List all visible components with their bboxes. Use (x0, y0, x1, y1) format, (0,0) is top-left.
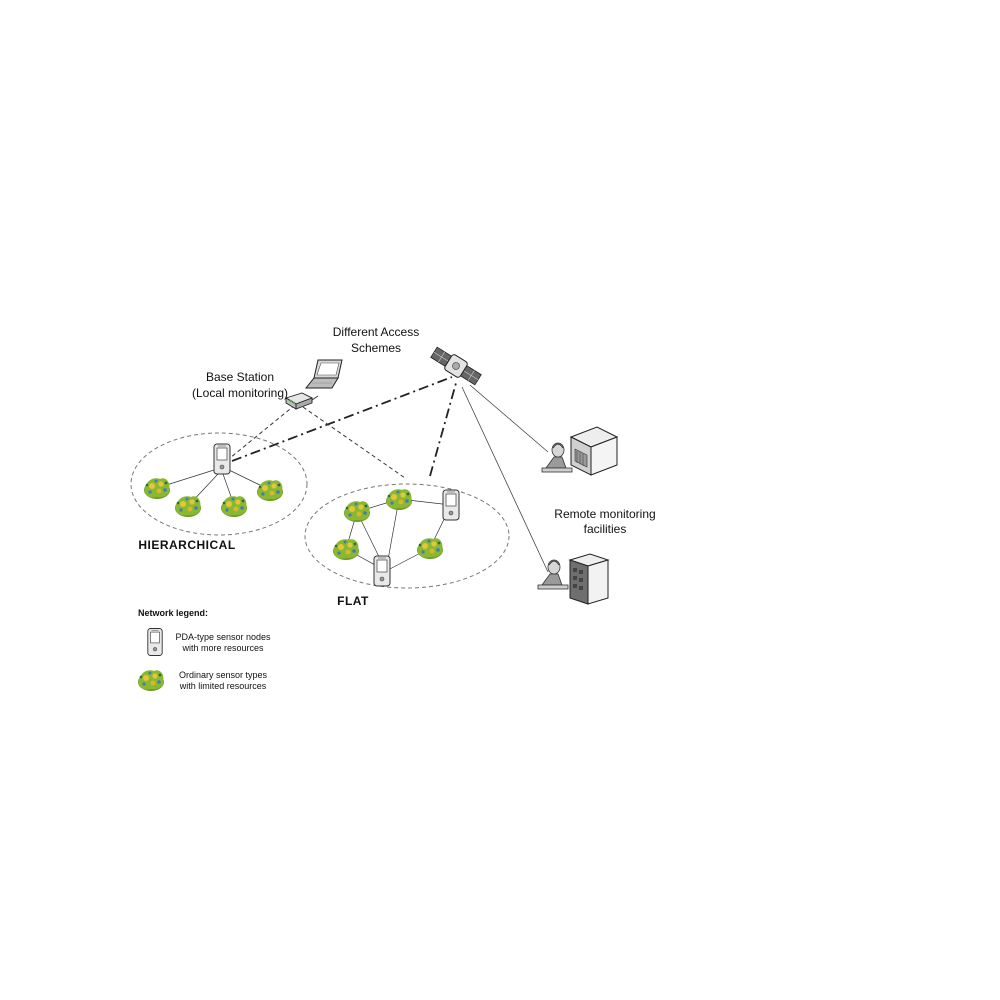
legend-pda-label: PDA-type sensor nodes (175, 632, 271, 642)
pda-icon (442, 489, 460, 521)
remote-facility-1 (541, 426, 619, 476)
legend-pda-label-line2: with more resources (181, 643, 264, 653)
access-schemes-label: Different Access (333, 325, 419, 339)
base-station-label: Base Station (206, 370, 274, 384)
access-schemes-label-line2: Schemes (351, 341, 401, 355)
pda-icon (373, 555, 391, 587)
sensor-node-icon (344, 501, 370, 522)
legend-title: Network legend: (138, 608, 208, 618)
flat-cluster-boundary (304, 483, 510, 589)
hierarchical-label: HIERARCHICAL (138, 538, 235, 552)
laptop-icon (304, 359, 343, 389)
operator-icon (541, 442, 573, 473)
link-satellite-remote-2 (461, 386, 549, 573)
link-satellite-remote-1 (469, 384, 549, 453)
pda-icon (147, 628, 163, 656)
sensor-node-icon (417, 538, 443, 559)
sensor-node-icon (175, 496, 201, 517)
remote-monitoring-label: Remote monitoring (554, 507, 655, 521)
server-icon (569, 426, 619, 476)
network-legend: Network legend: PDA-type sensor nodes wi… (138, 608, 271, 691)
sensor-node-icon (221, 496, 247, 517)
router-icon (284, 392, 314, 410)
legend-ordinary-label: Ordinary sensor types (179, 670, 268, 680)
hierarchical-links (156, 469, 271, 507)
sensor-node-icon (257, 480, 283, 501)
hierarchical-cluster-boundary (130, 432, 308, 536)
remote-monitoring-label-line2: facilities (584, 522, 627, 536)
legend-ordinary-label-line2: with limited resources (179, 681, 267, 691)
satellite-icon (430, 346, 482, 386)
link-base-flat (302, 406, 406, 479)
sensor-node-icon (333, 539, 359, 560)
link-flat-satellite (429, 382, 457, 477)
remote-facility-2 (537, 553, 610, 605)
sensor-node-icon (386, 489, 412, 510)
base-station-label-line2: (Local monitoring) (192, 386, 288, 400)
server-icon (568, 553, 610, 605)
sensor-node-icon (144, 478, 170, 499)
operator-icon (537, 559, 569, 590)
flat-label: FLAT (337, 594, 369, 608)
pda-icon (213, 443, 231, 475)
sensor-node-icon (138, 670, 164, 691)
